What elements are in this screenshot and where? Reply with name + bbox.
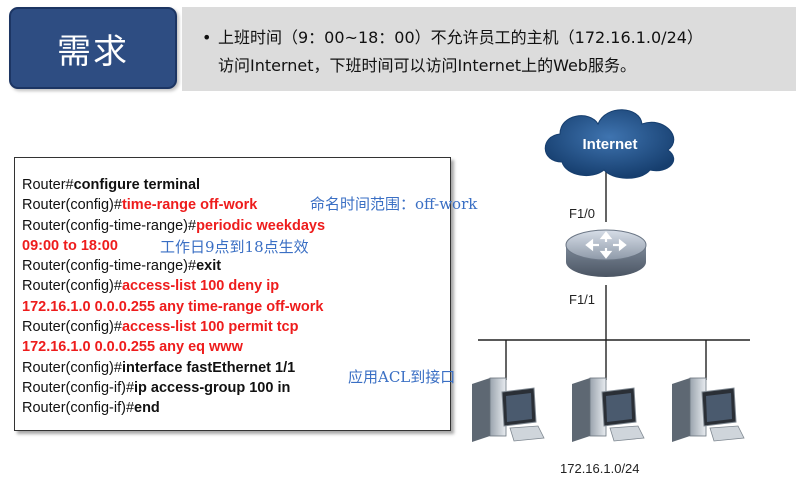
cli-line: Router(config-if)#end — [22, 398, 325, 418]
port-label-f1-1: F1/1 — [569, 292, 596, 307]
cli-plain-text: Router(config)# — [22, 278, 122, 295]
pc-icon-3 — [672, 377, 745, 442]
cli-plain-text: Router(config-if)# — [22, 400, 135, 417]
cli-line: Router(config)#access-list 100 permit tc… — [22, 317, 325, 337]
requirement-line-2: 访问Internet，下班时间可以访问Internet上的Web服务。 — [218, 56, 636, 75]
cli-cmd-text: end — [134, 400, 160, 417]
requirement-badge-label: 需求 — [57, 31, 129, 72]
cli-red-text: 09:00 to 18:00 — [22, 237, 118, 254]
cli-plain-text: Router# — [22, 177, 74, 193]
requirement-badge: 需求 — [9, 7, 177, 89]
cli-cmd-text: configure terminal — [73, 177, 201, 193]
cli-red-text: 172.16.1.0 0.0.0.255 any time-range off-… — [22, 298, 324, 315]
annotation-named-time-range: 命名时间范围：off-work — [310, 195, 478, 213]
cli-cmd-text: ip access-group 100 in — [134, 379, 291, 396]
cli-plain-text: Router(config)# — [22, 319, 122, 336]
cli-line: Router(config-time-range)#periodic weekd… — [22, 216, 325, 236]
cli-line: 09:00 to 18:00 — [22, 236, 325, 256]
internet-cloud-label: Internet — [582, 136, 637, 153]
pc-icon-1 — [472, 377, 545, 442]
cli-line: Router(config)#access-list 100 deny ip — [22, 276, 325, 296]
cli-red-text: access-list 100 permit tcp — [121, 319, 299, 336]
cli-line: 172.16.1.0 0.0.0.255 any eq www — [22, 337, 325, 357]
cli-plain-text: Router(config-if)# — [22, 379, 135, 396]
cli-line: Router#configure terminal — [22, 175, 325, 195]
pc-icon-2 — [572, 377, 645, 442]
cli-cmd-text: exit — [196, 258, 222, 275]
cli-plain-text: Router(config)# — [22, 359, 122, 376]
annotation-apply-acl: 应用ACL到接口 — [348, 368, 456, 386]
cli-plain-text: Router(config)# — [22, 197, 122, 214]
cli-line: Router(config)#time-range off-work — [22, 195, 325, 215]
requirement-line-1: 上班时间（9：00~18：00）不允许员工的主机（172.16.1.0/24） — [202, 24, 796, 52]
router-icon — [565, 229, 647, 277]
cli-plain-text: Router(config-time-range)# — [22, 258, 197, 275]
internet-cloud-icon — [544, 109, 675, 179]
cli-plain-text: Router(config-time-range)# — [22, 217, 197, 234]
cli-red-text: access-list 100 deny ip — [121, 278, 280, 295]
subnet-label: 172.16.1.0/24 — [560, 461, 640, 476]
annotation-workday-hours: 工作日9点到18点生效 — [160, 238, 309, 256]
cli-red-text: periodic weekdays — [196, 217, 326, 234]
cli-line: Router(config-time-range)#exit — [22, 256, 325, 276]
cli-red-text: 172.16.1.0 0.0.0.255 any eq www — [22, 339, 243, 356]
cli-line: 172.16.1.0 0.0.0.255 any time-range off-… — [22, 297, 325, 317]
cli-line: Router(config-if)#ip access-group 100 in — [22, 378, 325, 398]
port-label-f1-0: F1/0 — [569, 206, 596, 221]
cli-red-text: time-range off-work — [121, 197, 258, 214]
cli-line: Router(config)#interface fastEthernet 1/… — [22, 358, 325, 378]
cli-cmd-text: interface fastEthernet 1/1 — [121, 359, 296, 376]
requirement-panel: 上班时间（9：00~18：00）不允许员工的主机（172.16.1.0/24） … — [182, 7, 796, 91]
